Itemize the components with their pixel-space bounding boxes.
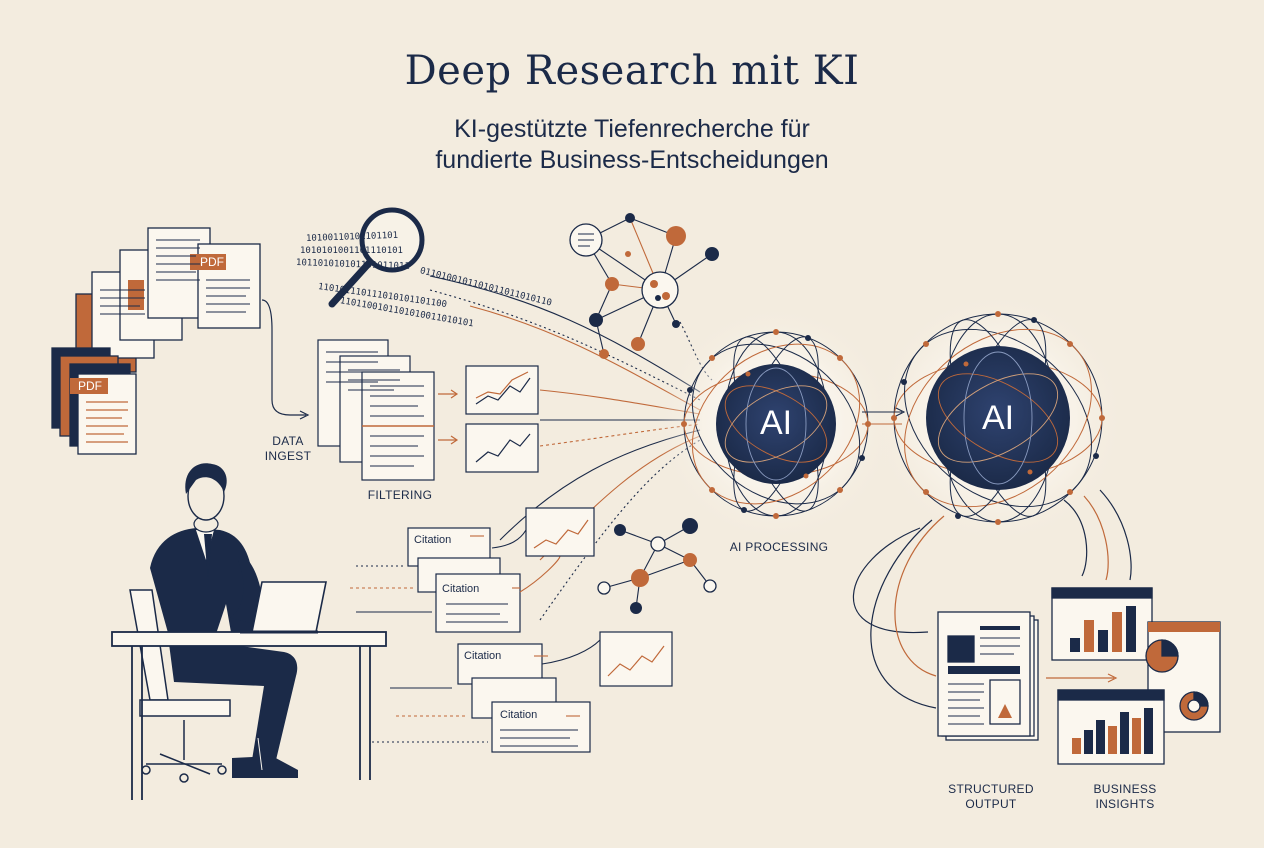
stage-label-data-ingest: DATA INGEST: [264, 434, 312, 463]
citation-charts: [525, 507, 673, 687]
ai-label-right: AI: [981, 399, 1015, 437]
subtitle-line-2: fundierte Business-Entscheidungen: [435, 146, 829, 174]
citation-label-3: Citation: [464, 650, 502, 662]
ai-node-left: [656, 304, 896, 544]
insight-dashboard-top: [1051, 587, 1153, 661]
citation-arrows: [350, 529, 601, 743]
filtering-docs: [317, 339, 435, 481]
binary-stream-line-2: 1010101001101110101: [300, 246, 403, 256]
citation-label-4: Citation: [500, 709, 538, 721]
pdf-tag-lower: PDF: [78, 379, 102, 393]
ai-label-left: AI: [759, 404, 793, 442]
pdf-tag-upper: PDF: [200, 255, 224, 269]
stage-label-structured-output: STRUCTURED OUTPUT: [948, 782, 1034, 811]
stage-label-ai-processing: AI PROCESSING: [729, 540, 829, 554]
stage-label-filtering: FILTERING: [367, 488, 433, 502]
document-stack-upper: [75, 227, 261, 373]
mini-chart-2: [465, 423, 539, 473]
ai-link: [862, 407, 906, 425]
citation-label-2: Citation: [442, 583, 480, 595]
filtering-arrows: [438, 389, 459, 445]
network-graph-bottom: [597, 518, 717, 614]
network-graph-top: [569, 213, 719, 359]
structured-output-report: [937, 611, 1039, 741]
ai-node-right: [870, 290, 1126, 546]
citation-cards: [407, 527, 591, 753]
ingest-arrow: [261, 299, 306, 416]
subtitle-line-1: KI-gestützte Tiefenrecherche für: [454, 115, 810, 143]
magnifier-icon: [328, 207, 425, 308]
citation-label-1: Citation: [414, 534, 452, 546]
page-title: Deep Research mit KI: [404, 48, 860, 94]
mini-chart-1: [465, 365, 539, 415]
person-at-desk-illustration: [111, 463, 387, 800]
stage-label-business-insights: BUSINESS INSIGHTS: [1093, 782, 1157, 811]
document-stack-lower: [51, 347, 137, 455]
insight-dashboard-bottom: [1057, 689, 1165, 765]
insight-dashboard-pie: [1145, 621, 1221, 733]
page-subtitle: KI-gestützte Tiefenrecherche für fundier…: [382, 114, 882, 176]
output-flow-lines: [852, 489, 1132, 709]
